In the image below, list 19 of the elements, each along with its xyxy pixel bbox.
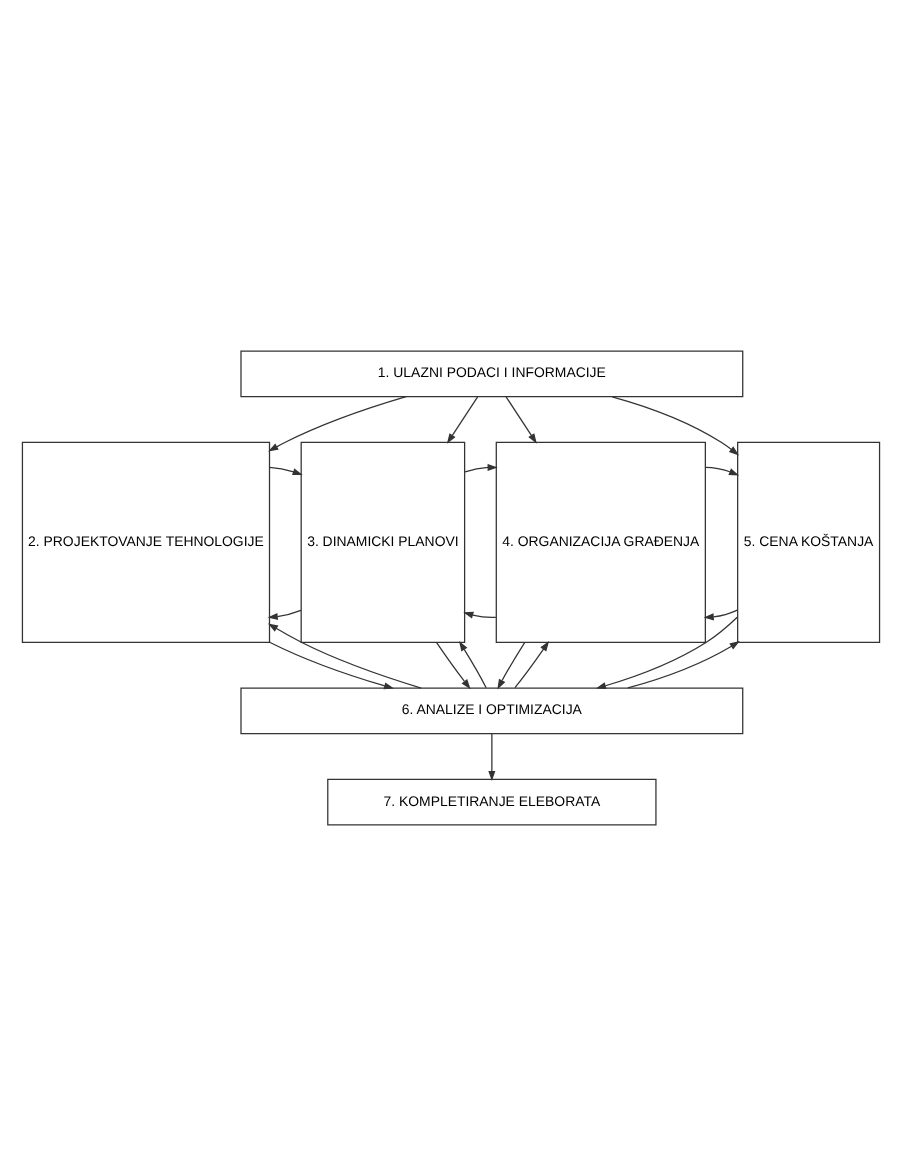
arrow — [459, 640, 487, 689]
arrow — [497, 641, 526, 690]
arrow — [268, 466, 303, 476]
arrow — [595, 616, 738, 690]
arrow — [268, 396, 407, 452]
arrow — [514, 641, 550, 689]
arrow — [464, 463, 498, 473]
arrow — [436, 641, 471, 690]
arrow — [267, 609, 302, 621]
arrow — [627, 641, 740, 689]
arrow — [703, 609, 738, 621]
arrow — [505, 396, 537, 444]
arrow — [488, 733, 496, 782]
arrow — [267, 623, 422, 689]
arrow — [704, 466, 740, 476]
arrow — [446, 396, 479, 444]
arrow — [269, 641, 395, 690]
arrow — [463, 611, 497, 619]
arrow — [611, 396, 740, 456]
